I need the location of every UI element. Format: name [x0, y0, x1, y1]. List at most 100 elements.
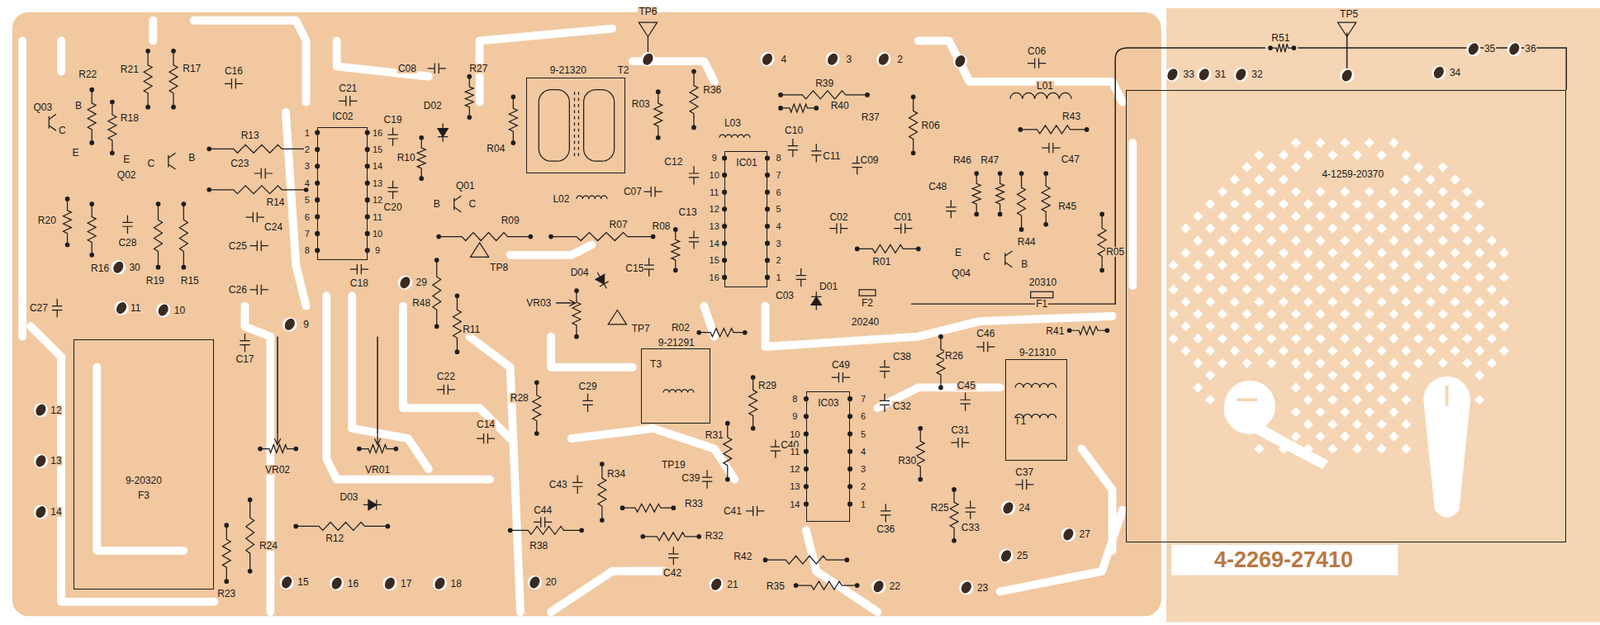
grille-hole: [1388, 211, 1399, 222]
solder-dot: [1044, 223, 1048, 227]
capacitor-symbol: [976, 341, 995, 352]
grille-hole: [1474, 223, 1485, 234]
grille-hole: [1400, 174, 1411, 185]
component-label: IC02: [331, 111, 354, 122]
pin-number: 6: [859, 412, 867, 422]
pin-number: 13: [788, 482, 801, 492]
capacitor-symbol: [533, 517, 552, 528]
ic-pin-pad: [848, 414, 853, 419]
resistor-symbol: [1097, 213, 1107, 271]
callout-label: 23: [976, 583, 989, 594]
grille-hole: [1278, 223, 1289, 234]
pin-number: 13: [371, 178, 384, 188]
resistor-symbol: [654, 91, 663, 138]
diode-symbol: [437, 123, 448, 142]
callout-label: R28: [509, 393, 530, 404]
grille-hole: [1253, 443, 1264, 454]
capacitor-symbol: [945, 199, 956, 219]
callout-label: C13: [678, 207, 698, 218]
grille-hole: [1388, 284, 1399, 295]
callout-label: TP8: [489, 262, 509, 273]
capacitor-symbol: [52, 299, 62, 318]
grille-hole: [1339, 333, 1350, 344]
grille-hole: [1474, 370, 1485, 380]
callout-label: C16: [223, 66, 244, 76]
grille-hole: [1327, 394, 1338, 405]
copper-trace: [148, 20, 157, 42]
callout-label: R08: [650, 221, 671, 232]
solder-dot: [750, 375, 755, 380]
grille-hole: [1400, 370, 1411, 380]
grille-hole: [1217, 308, 1228, 319]
resistor-symbol: [857, 244, 919, 253]
pad-ring: [33, 454, 48, 469]
capacitor-symbol: [1027, 57, 1046, 68]
grille-hole: [1462, 260, 1472, 271]
pin-number: 7: [303, 228, 311, 238]
solder-dot: [357, 446, 361, 451]
grille-hole: [1352, 443, 1363, 454]
solder-dot: [110, 99, 114, 104]
grille-hole: [1229, 321, 1240, 332]
pin-number: 12: [708, 204, 721, 214]
grille-hole: [1315, 333, 1325, 344]
wire: [276, 337, 278, 434]
callout-label: R01: [871, 256, 892, 267]
terminal-pad: [640, 51, 656, 67]
grille-hole: [1217, 186, 1228, 197]
minus-mark: [1236, 398, 1258, 402]
ic-chip: IC02: [317, 127, 368, 261]
callout-label: R22: [77, 69, 98, 80]
grille-hole: [1291, 235, 1301, 246]
terminal-pad: [1196, 66, 1211, 82]
grille-hole: [1376, 321, 1387, 332]
pin-number: 9: [791, 412, 798, 422]
grille-hole: [1327, 419, 1338, 430]
grille-hole: [1364, 407, 1375, 418]
grille-hole: [1229, 247, 1240, 258]
solder-dot: [511, 141, 515, 145]
grille-hole: [1388, 333, 1399, 344]
pin-number: 3: [774, 238, 782, 248]
callout-label: C37: [1014, 467, 1035, 478]
grille-hole: [1352, 247, 1363, 258]
solder-dot: [692, 69, 696, 73]
callout-label: R42: [732, 551, 753, 562]
solder-dot: [726, 421, 730, 425]
grille-hole: [1425, 321, 1436, 332]
callout-label: TP7: [631, 323, 651, 334]
solder-dot: [207, 147, 211, 151]
grille-hole: [1266, 211, 1277, 222]
pin-number: 7: [774, 170, 782, 181]
transformer-box: 9-21310T1: [1005, 359, 1068, 462]
grille-hole: [1205, 199, 1216, 209]
grille-hole: [1352, 321, 1363, 332]
callout-label: C09: [859, 155, 879, 166]
grille-hole: [1303, 223, 1314, 234]
callout-label: L03: [723, 118, 742, 129]
callout-label: C32: [892, 401, 912, 412]
ic-pin-pad: [764, 156, 770, 161]
transistor-symbol: [48, 113, 57, 131]
component-label: T2: [617, 65, 631, 76]
capacitor-symbol: [338, 95, 357, 106]
grille-hole: [1388, 432, 1399, 442]
solder-dot: [90, 202, 94, 206]
capacitor-symbol: [893, 223, 912, 234]
capacitor-symbol: [250, 284, 269, 295]
pin-number: 1: [774, 272, 782, 282]
resistor-symbol: [295, 522, 388, 531]
grille-hole: [1180, 272, 1191, 283]
grille-hole: [1180, 223, 1191, 234]
capacitor-symbol: [387, 180, 398, 200]
grille-hole: [1425, 346, 1436, 357]
callout-label: C15: [624, 263, 645, 274]
solder-dot: [511, 94, 515, 99]
capacitor-symbol: [436, 384, 456, 395]
solder-dot: [692, 125, 696, 129]
solder-dot: [224, 523, 228, 528]
grille-hole: [1278, 199, 1289, 209]
copper-trace: [550, 337, 633, 368]
solder-dot: [419, 136, 423, 140]
